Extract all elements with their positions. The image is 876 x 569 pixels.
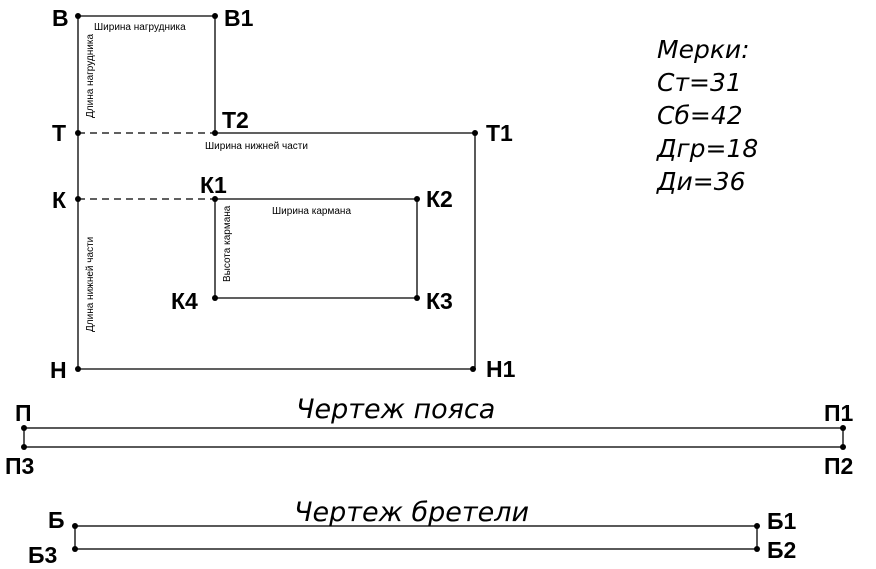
dot-v	[75, 13, 81, 19]
strap-title: Чертеж бретели	[294, 497, 529, 528]
dot-t1	[472, 130, 478, 136]
measurement-sb: Сб=42	[657, 101, 743, 130]
belt-title: Чертеж пояса	[296, 394, 495, 425]
dot-t	[75, 130, 81, 136]
measurement-di: Ди=36	[656, 167, 746, 196]
measurements-heading: Мерки:	[657, 35, 750, 64]
dot-k4	[212, 295, 218, 301]
dot-b	[72, 523, 78, 529]
belt-rect	[23, 427, 844, 448]
label-k4: К4	[171, 288, 198, 314]
dot-k2	[414, 196, 420, 202]
caption-lower-width: Ширина нижней части	[205, 141, 308, 152]
dot-b1	[754, 523, 760, 529]
dot-b2	[754, 546, 760, 552]
caption-bib-width: Ширина нагрудника	[94, 22, 186, 33]
label-k2: К2	[426, 186, 453, 212]
strap-rect	[74, 525, 758, 550]
label-k: К	[52, 187, 67, 213]
label-b1: Б1	[767, 508, 797, 534]
dot-p	[21, 425, 27, 431]
label-k1: К1	[200, 172, 227, 198]
label-p: П	[15, 400, 32, 426]
dot-b3	[72, 546, 78, 552]
dot-p2	[840, 444, 846, 450]
caption-pocket-width: Ширина кармана	[272, 206, 351, 217]
label-p1: П1	[824, 400, 854, 426]
label-p3: П3	[5, 453, 34, 479]
measurement-dgr: Дгр=18	[656, 134, 758, 163]
label-t: Т	[52, 120, 66, 146]
label-t2: Т2	[222, 107, 249, 133]
caption-lower-length: Длина нижней части	[85, 237, 96, 332]
dot-v1	[212, 13, 218, 19]
caption-pocket-height: Высота кармана	[222, 205, 233, 282]
dot-n	[75, 366, 81, 372]
dot-k	[75, 196, 81, 202]
label-n1: Н1	[486, 356, 516, 382]
dot-t2	[212, 130, 218, 136]
label-b3: Б3	[28, 542, 57, 568]
label-v1: В1	[224, 5, 254, 31]
dot-p1	[840, 425, 846, 431]
label-p2: П2	[824, 453, 853, 479]
label-b: Б	[48, 507, 65, 533]
label-v: В	[52, 5, 69, 31]
caption-bib-length: Длина нагрудника	[85, 34, 96, 118]
label-b2: Б2	[767, 537, 796, 563]
label-n: Н	[50, 357, 67, 383]
label-t1: Т1	[486, 120, 513, 146]
dot-k3	[414, 295, 420, 301]
dot-n1	[470, 366, 476, 372]
dot-p3	[21, 444, 27, 450]
label-k3: К3	[426, 288, 453, 314]
measurement-st: Ст=31	[657, 68, 742, 97]
dot-k1	[212, 196, 218, 202]
